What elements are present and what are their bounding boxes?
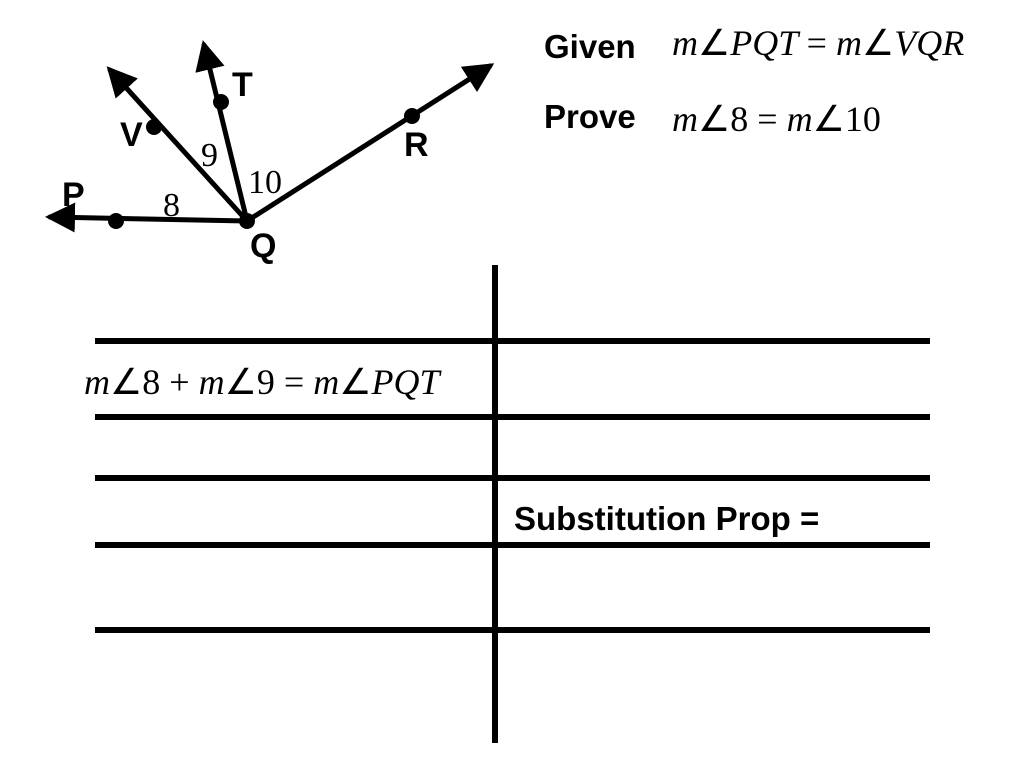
point-t-dot [213, 94, 229, 110]
point-q-dot [239, 213, 255, 229]
point-p-label: P [62, 176, 85, 214]
angle-10-label: 10 [248, 164, 282, 201]
row1-statement: m∠8 + m∠9 = m∠PQT [84, 362, 440, 402]
point-v-dot [146, 119, 162, 135]
ray-qv [106, 66, 250, 224]
ray-qr [244, 63, 495, 224]
angle-9-label: 9 [201, 137, 218, 174]
table-rule-1 [95, 338, 930, 344]
angle-8-label: 8 [163, 187, 180, 224]
point-p-dot [108, 213, 124, 229]
point-q-label: Q [250, 227, 276, 265]
table-column-divider [492, 265, 498, 743]
angle-diagram: P V T R Q 8 9 10 [45, 40, 495, 265]
ray-qp [45, 202, 250, 233]
table-rule-2 [95, 414, 930, 420]
row3-reason: Substitution Prop = [514, 500, 820, 537]
given-statement: m∠PQT = m∠VQR [672, 23, 965, 63]
point-r-label: R [404, 126, 429, 164]
point-v-label: V [120, 116, 143, 154]
prove-statement: m∠8 = m∠10 [672, 99, 881, 139]
table-rule-3 [95, 475, 930, 481]
ray-qt [195, 40, 250, 224]
table-rule-5 [95, 627, 930, 633]
table-rule-4 [95, 542, 930, 548]
point-r-dot [404, 108, 420, 124]
prove-label: Prove [544, 98, 636, 135]
given-label: Given [544, 28, 636, 65]
point-t-label: T [232, 66, 253, 104]
